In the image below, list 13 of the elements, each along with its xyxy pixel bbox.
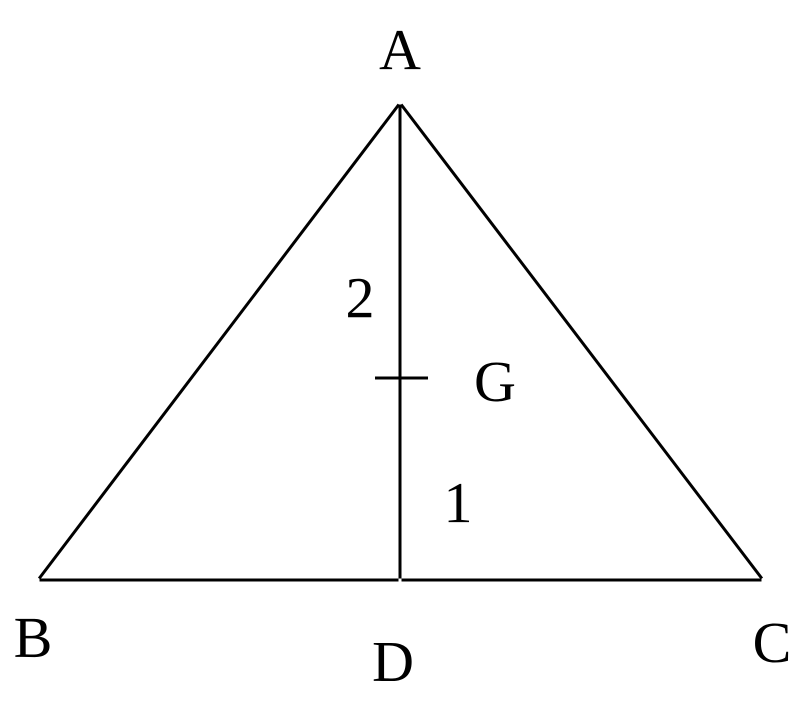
vertex-label: D — [374, 642, 412, 682]
line-segment — [398, 380, 402, 578]
vertex-label: A — [380, 30, 421, 70]
ratio-label: 2 — [348, 278, 372, 318]
line-segment — [40, 578, 398, 582]
vertex-label: C — [755, 624, 788, 662]
line-segment — [398, 104, 402, 376]
line-segment — [402, 578, 762, 582]
line-segment — [400, 104, 764, 580]
line-segment — [38, 104, 400, 580]
ratio-label: 1 — [448, 484, 470, 522]
vertex-label: G — [476, 362, 514, 402]
vertex-label: B — [15, 618, 50, 658]
